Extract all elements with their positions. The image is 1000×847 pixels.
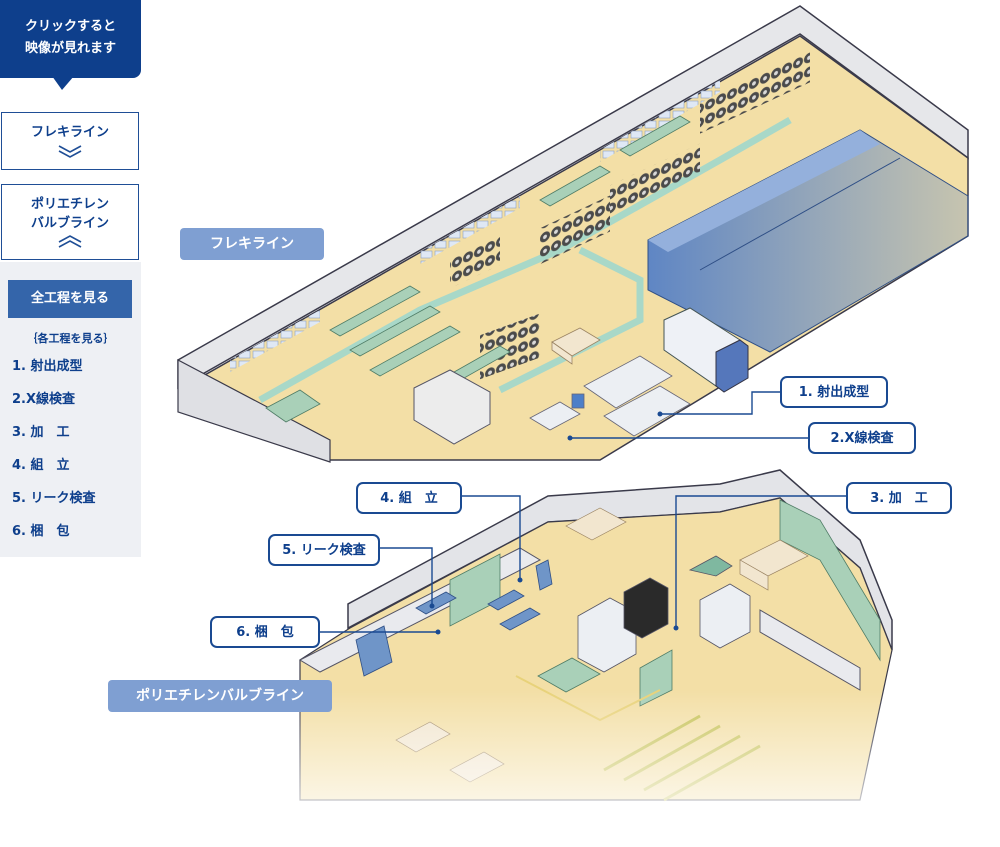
- polyethylene-line-label-2: バルブライン: [30, 216, 109, 231]
- hint-line-2: 映像が見れます: [24, 41, 116, 56]
- process-item-leak-test[interactable]: 5. リーク検査: [12, 491, 96, 506]
- hint-bubble-tail: [52, 76, 74, 90]
- coil-cluster: [700, 52, 810, 134]
- hint-bubble: クリックすると 映像が見れます: [0, 0, 141, 90]
- hint-text: クリックすると 映像が見れます: [0, 0, 141, 60]
- callout-leak-test[interactable]: 5. リーク検査: [268, 534, 380, 566]
- blue-rack-warehouse: [647, 129, 969, 353]
- assembly-benches: [355, 559, 553, 677]
- callout-xray-inspection[interactable]: 2.X線検査: [808, 422, 916, 454]
- polyethylene-line-area-tag: ポリエチレンバルブライン: [108, 680, 332, 712]
- process-panel-subtitle: ｛各工程を見る｝: [26, 332, 115, 345]
- flexi-line-label: フレキライン: [30, 125, 109, 140]
- truck: [663, 307, 749, 393]
- process-item-assembly[interactable]: 4. 組 立: [12, 458, 70, 473]
- process-item-xray-inspection[interactable]: 2.X線検査: [12, 392, 76, 407]
- pallet-boxes: [551, 327, 601, 365]
- upper-windows-3: [600, 80, 720, 162]
- chevron-down-icon: [58, 145, 82, 158]
- coil-cluster: [540, 195, 610, 265]
- process-item-packing[interactable]: 6. 梱 包: [12, 524, 70, 539]
- callout-leaders: [320, 391, 846, 633]
- callout-assembly[interactable]: 4. 組 立: [356, 482, 462, 514]
- chevron-up-icon: [58, 235, 82, 248]
- view-all-processes-button[interactable]: 全工程を見る: [8, 280, 132, 318]
- lower-fade: [230, 690, 910, 847]
- polyethylene-line-label-1: ポリエチレン: [30, 197, 109, 212]
- process-list: 1. 射出成型 2.X線検査 3. 加 工 4. 組 立 5. リーク検査 6.…: [12, 358, 96, 556]
- upper-building-flexi-line: [177, 5, 969, 463]
- process-panel: 全工程を見る ｛各工程を見る｝ 1. 射出成型 2.X線検査 3. 加 工 4.…: [0, 262, 141, 557]
- small-room: [413, 369, 491, 445]
- callout-injection-molding[interactable]: 1. 射出成型: [780, 376, 888, 408]
- callout-packing[interactable]: 6. 梱 包: [210, 616, 320, 648]
- process-item-injection-molding[interactable]: 1. 射出成型: [12, 359, 83, 374]
- process-item-machining[interactable]: 3. 加 工: [12, 425, 70, 440]
- upper-windows-2: [420, 196, 520, 264]
- injection-machines: [529, 355, 691, 437]
- coil-cluster: [480, 313, 540, 380]
- lower-machines: [577, 555, 751, 673]
- upper-windows-1: [230, 310, 320, 372]
- coil-cluster: [450, 236, 500, 289]
- hint-line-1: クリックすると: [24, 19, 116, 34]
- flexi-line-button[interactable]: フレキライン: [1, 112, 139, 170]
- polyethylene-valve-line-button[interactable]: ポリエチレン バルブライン: [1, 184, 139, 260]
- lower-building-polyethylene-line: [230, 469, 910, 847]
- callout-dots: [429, 411, 679, 635]
- coil-cluster: [610, 143, 700, 216]
- callout-machining[interactable]: 3. 加 工: [846, 482, 952, 514]
- flexi-line-area-tag: フレキライン: [180, 228, 324, 260]
